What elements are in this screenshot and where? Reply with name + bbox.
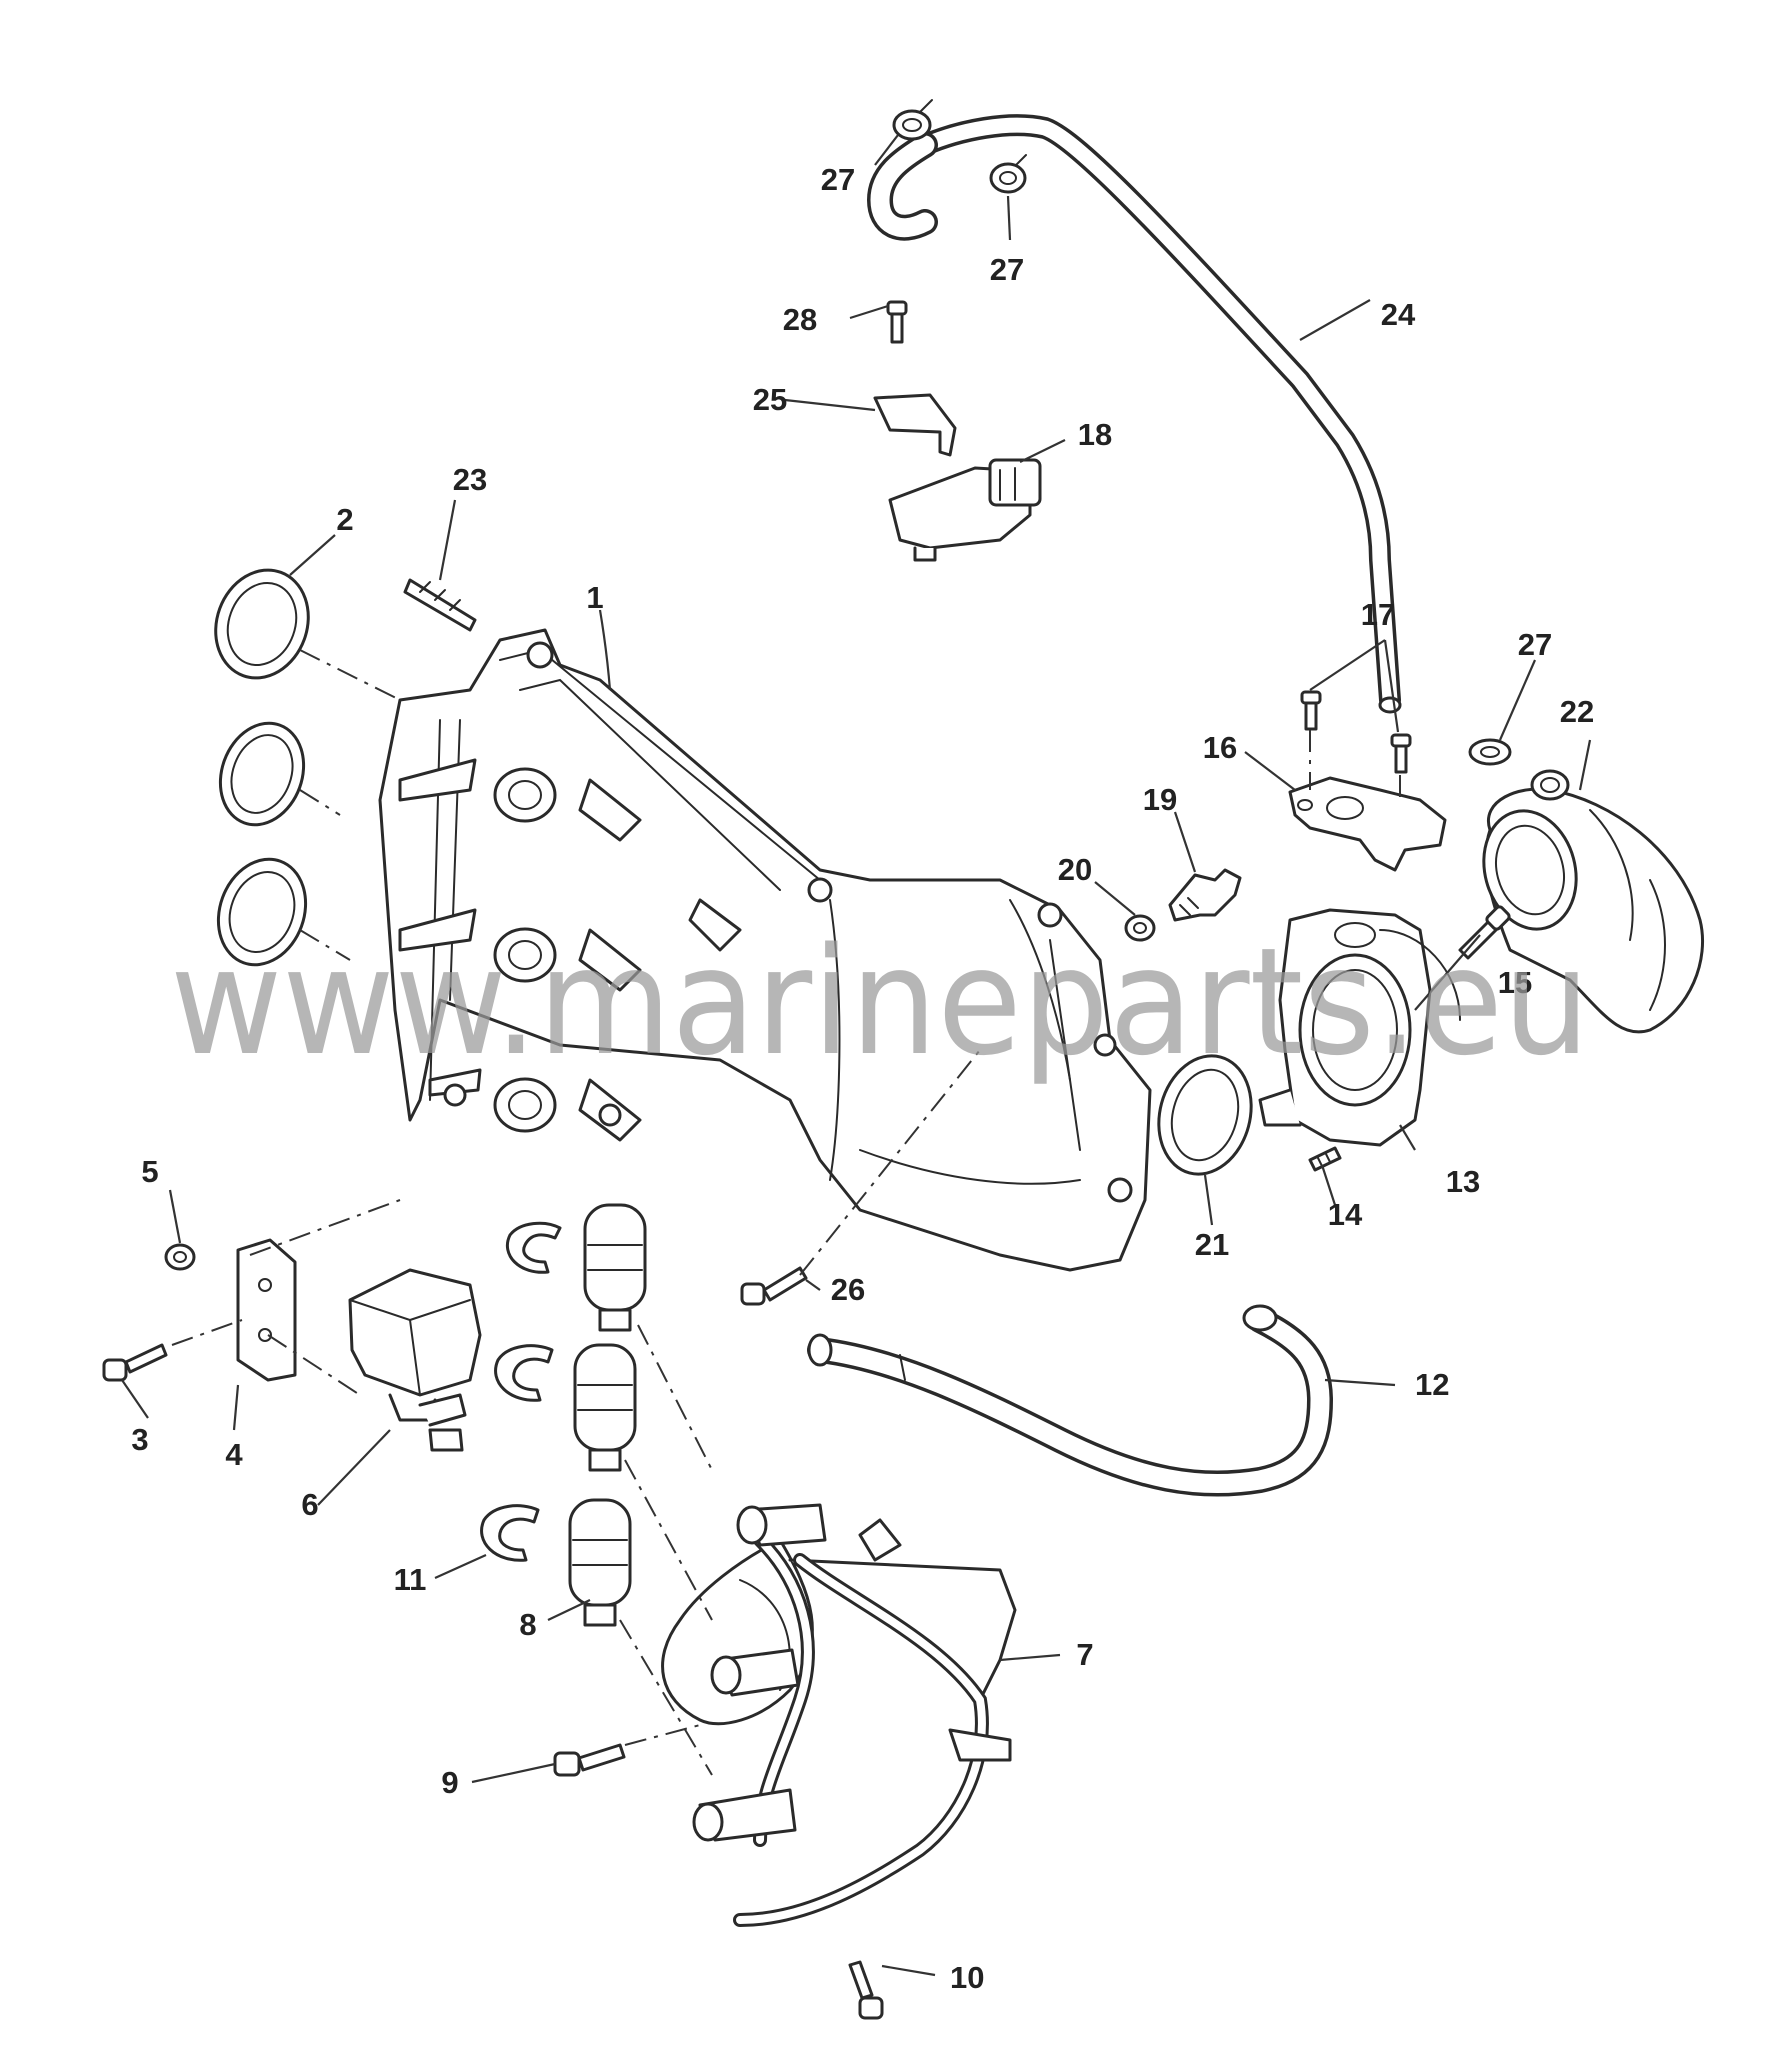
part-map-sensor-bolt (886, 300, 908, 344)
part-throttle-position-sensor (1288, 776, 1447, 872)
callout-10: 10 (950, 1960, 984, 1995)
part-vent-hose (866, 114, 1402, 714)
callout-14: 14 (1328, 1197, 1363, 1232)
callout-16: 16 (1203, 730, 1237, 765)
callout-17: 17 (1361, 597, 1395, 632)
part-injector-clip-top (506, 1221, 562, 1274)
part-map-sensor-bracket (873, 393, 957, 457)
part-harness-ground-bolt (848, 1960, 884, 2020)
callout-25: 25 (753, 382, 787, 417)
part-hose-clip-throttle (1468, 738, 1512, 766)
part-air-temperature-sensor (1168, 868, 1242, 922)
callout-13: 13 (1446, 1164, 1480, 1199)
part-intake-gasket-lower (216, 857, 308, 967)
callout-27-upper-left: 27 (821, 162, 855, 197)
part-hose-clip-upper-right (989, 154, 1027, 194)
callout-27-upper-right: 27 (990, 252, 1024, 287)
callout-11: 11 (394, 1562, 427, 1597)
callout-6: 6 (301, 1487, 318, 1522)
part-bracket-bolt (102, 1343, 168, 1382)
callout-20: 20 (1058, 852, 1092, 887)
assembly-lines (171, 649, 1401, 1776)
callout-5: 5 (141, 1154, 158, 1189)
part-manifold-stud (403, 578, 477, 632)
part-fuel-injector-bottom (568, 1498, 632, 1627)
part-bracket-nut (164, 1243, 196, 1271)
part-intake-gasket-middle (218, 721, 306, 827)
callout-4: 4 (225, 1437, 243, 1472)
part-intake-elbow (1482, 769, 1705, 1034)
part-throttle-sensor-screw-right (1390, 733, 1412, 774)
part-throttle-body-gasket (1157, 1054, 1253, 1176)
part-sealing-washer (1124, 914, 1156, 942)
part-fuel-injector-middle (573, 1343, 637, 1472)
part-injector-clip-middle (494, 1344, 554, 1402)
part-injector-wiring-harness (661, 1503, 1017, 1927)
watermark: www.marineparts.eu (170, 916, 1590, 1088)
callout-22: 22 (1560, 694, 1594, 729)
part-throttle-sensor-screw-left (1300, 690, 1322, 731)
callout-7: 7 (1076, 1637, 1093, 1672)
part-solenoid-bracket (236, 1238, 297, 1382)
part-intake-manifold (378, 628, 1152, 1272)
part-injector-clip-bottom (480, 1504, 540, 1562)
part-harness-bolt (553, 1743, 626, 1777)
callout-3: 3 (131, 1422, 148, 1457)
callout-18: 18 (1078, 417, 1112, 452)
part-throttle-body-stud (1308, 1146, 1342, 1172)
leader-lines (121, 134, 1592, 1977)
part-vacuum-hose (807, 1304, 1333, 1497)
callout-23: 23 (453, 462, 487, 497)
callout-8: 8 (519, 1607, 536, 1642)
part-intake-gasket-upper (214, 568, 310, 680)
callout-21: 21 (1195, 1227, 1229, 1262)
callout-9: 9 (441, 1765, 458, 1800)
callout-labels: 1 2 3 4 5 6 7 8 9 10 11 12 13 14 15 16 1… (131, 162, 1594, 1995)
callout-15: 15 (1498, 965, 1532, 1000)
callout-24: 24 (1381, 297, 1416, 332)
callout-2: 2 (336, 502, 353, 537)
part-map-sensor (888, 458, 1042, 562)
callout-27-throttle: 27 (1518, 627, 1552, 662)
part-hose-clip-upper-left (892, 99, 933, 141)
callout-19: 19 (1143, 782, 1177, 817)
part-purge-solenoid (348, 1268, 482, 1452)
callout-12: 12 (1415, 1367, 1449, 1402)
part-throttle-body (1258, 908, 1461, 1147)
callout-1: 1 (586, 580, 603, 615)
part-fuel-injector-top (583, 1203, 647, 1332)
part-manifold-bolt (740, 1266, 808, 1306)
callout-26: 26 (831, 1272, 865, 1307)
callout-28: 28 (783, 302, 817, 337)
